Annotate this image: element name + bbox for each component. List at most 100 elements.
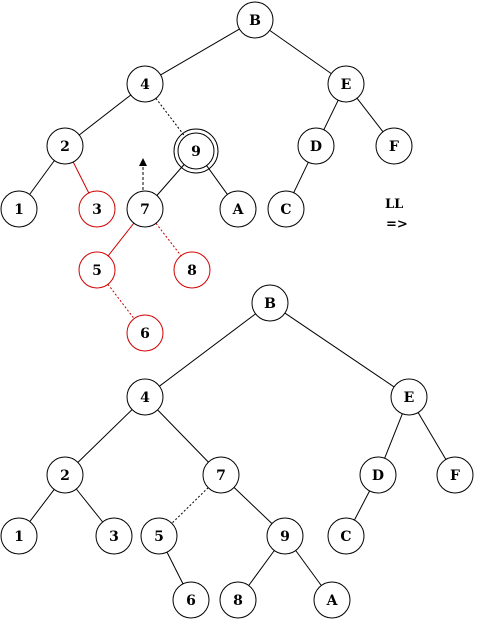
edge-before-4-2	[78, 94, 132, 136]
operation-arrow: =>	[386, 217, 408, 232]
tree-node-before-F: F	[375, 127, 413, 165]
tree-node-before-6: 6	[126, 314, 164, 352]
node-label: C	[340, 529, 351, 545]
node-label: D	[372, 468, 384, 484]
node-circle	[202, 456, 240, 494]
node-circle	[0, 190, 38, 228]
tree-node-before-9: 9	[173, 128, 219, 174]
tree-node-before-3: 3	[78, 190, 116, 228]
node-circle	[95, 517, 133, 555]
node-label: A	[326, 593, 339, 609]
node-label: F	[450, 468, 460, 484]
edge-before-7-5	[107, 222, 135, 257]
edge-after-4-2	[77, 409, 133, 463]
node-label: A	[232, 202, 245, 218]
tree-node-after-6: 6	[172, 581, 210, 619]
node-label: 8	[233, 593, 243, 609]
edge-after-7-9	[233, 487, 273, 524]
node-circle	[177, 132, 215, 170]
edge-after-4-7	[157, 409, 209, 463]
node-circle	[78, 251, 116, 289]
tree-node-after-8: 8	[219, 581, 257, 619]
edge-after-B-E	[284, 312, 395, 388]
node-label: C	[280, 202, 291, 218]
tree-node-after-7: 7	[202, 456, 240, 494]
node-label: 4	[140, 390, 150, 406]
node-circle	[297, 127, 335, 165]
edge-before-4-9	[155, 97, 186, 138]
edge-after-2-3	[75, 488, 104, 523]
edge-after-9-A	[295, 550, 322, 586]
node-circle	[126, 65, 164, 103]
node-circle	[140, 517, 178, 555]
tree-node-before-2: 2	[46, 127, 84, 165]
node-circle	[0, 517, 38, 555]
edge-before-9-7	[156, 164, 185, 196]
tree-node-before-B: B	[236, 1, 274, 39]
tree-node-before-D: D	[297, 127, 335, 165]
tree-node-after-F: F	[436, 456, 474, 494]
node-label: 9	[191, 144, 201, 160]
node-circle	[126, 378, 164, 416]
tree-node-after-A: A	[313, 581, 351, 619]
tree-node-after-B: B	[251, 284, 289, 322]
node-label: 7	[140, 202, 150, 218]
node-circle	[219, 190, 257, 228]
tree-node-before-7: 7	[126, 190, 164, 228]
node-circle	[436, 456, 474, 494]
node-label: 3	[109, 529, 119, 545]
node-circle	[327, 517, 365, 555]
node-circle	[390, 378, 428, 416]
node-circle	[172, 581, 210, 619]
node-label: 1	[14, 202, 24, 218]
tree-node-after-9: 9	[266, 517, 304, 555]
node-circle	[46, 127, 84, 165]
edge-before-E-F	[356, 97, 384, 133]
node-label: 1	[14, 529, 24, 545]
edge-after-2-1	[29, 489, 55, 522]
edge-before-2-1	[29, 160, 55, 195]
lift-arrow-icon	[139, 158, 147, 190]
node-label: 6	[186, 593, 196, 609]
edge-after-7-5	[171, 487, 209, 524]
tree-node-after-3: 3	[95, 517, 133, 555]
edge-before-E-D	[323, 99, 339, 131]
node-circle	[313, 581, 351, 619]
edge-before-D-C	[293, 162, 309, 193]
edge-before-7-8	[155, 222, 182, 257]
edge-before-2-3	[72, 161, 90, 194]
tree-node-after-1: 1	[0, 517, 38, 555]
node-circle	[126, 190, 164, 228]
tree-node-after-E: E	[390, 378, 428, 416]
node-label: 8	[187, 263, 197, 279]
node-label: 2	[60, 468, 70, 484]
node-circle	[126, 314, 164, 352]
tree-node-after-C: C	[327, 517, 365, 555]
edges-layer	[29, 28, 447, 586]
tree-node-after-2: 2	[46, 456, 84, 494]
tree-node-before-1: 1	[0, 190, 38, 228]
tree-node-before-4: 4	[126, 65, 164, 103]
node-label: 4	[140, 77, 150, 93]
edge-after-E-F	[417, 412, 447, 460]
tree-node-after-D: D	[359, 456, 397, 494]
node-label: F	[389, 139, 399, 155]
edge-after-9-8	[248, 550, 275, 586]
edge-after-D-C	[353, 490, 371, 521]
edge-before-B-E	[269, 29, 332, 75]
tree-node-after-5: 5	[140, 517, 178, 555]
tree-node-before-5: 5	[78, 251, 116, 289]
operation-label: LL	[385, 197, 403, 212]
node-label: 7	[216, 468, 226, 484]
tree-node-before-C: C	[267, 190, 305, 228]
node-circle	[78, 190, 116, 228]
node-label: 5	[154, 529, 164, 545]
node-circle	[219, 581, 257, 619]
node-label: E	[404, 390, 415, 406]
node-label: B	[264, 296, 276, 312]
node-circle	[359, 456, 397, 494]
node-circle	[266, 517, 304, 555]
node-label: 2	[60, 139, 70, 155]
